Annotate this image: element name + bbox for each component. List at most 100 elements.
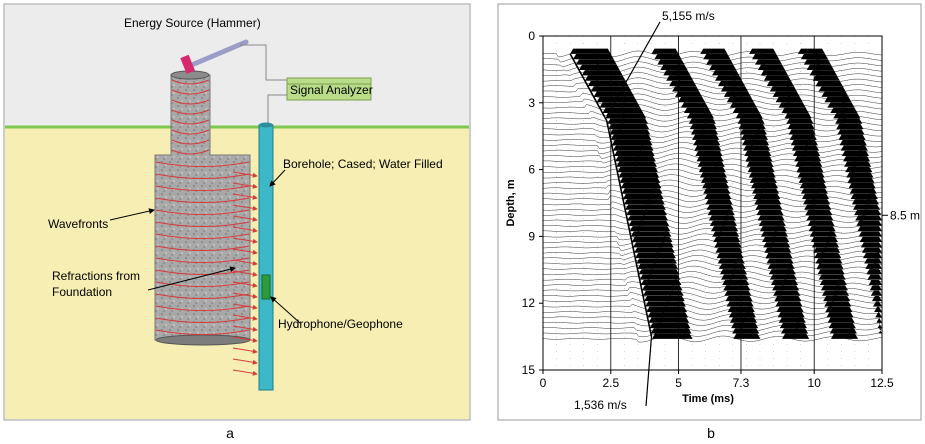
trace-fill [810, 236, 838, 243]
trace-fill [856, 220, 882, 226]
x-tick-label: 12.5 [870, 376, 894, 390]
trace-fill [663, 70, 691, 76]
wavefront-arc [155, 329, 250, 335]
trace-fill [813, 247, 841, 253]
trace-fill [640, 279, 682, 286]
signal-analyzer-label: Signal Analyzer [290, 83, 373, 97]
trace-fill [788, 129, 816, 135]
wavefront-arc [155, 317, 250, 323]
trace-fill [775, 301, 803, 307]
trace-fill [709, 64, 737, 70]
trace-fill [844, 161, 872, 167]
trace-fill [863, 252, 882, 259]
trace-fill [746, 161, 774, 167]
trace-fill [648, 317, 690, 323]
trace-fill [857, 226, 882, 232]
trace-fill [830, 107, 858, 113]
trace-fill [815, 80, 843, 87]
trace-fill [774, 295, 802, 302]
trace-fill [786, 118, 814, 124]
trace-fill [860, 242, 882, 248]
refraction-arrow [232, 237, 258, 244]
trace-fill [573, 53, 614, 60]
refraction-arrow [232, 303, 258, 310]
caption-a: a [226, 425, 234, 441]
trace-fill [612, 145, 654, 151]
trace-fill [649, 322, 691, 329]
hammer-cable [240, 44, 287, 81]
trace-fill [790, 140, 818, 146]
trace-fill [675, 91, 703, 97]
refraction-arrow [232, 347, 258, 354]
trace-fill [703, 188, 731, 194]
trace-fill [758, 220, 786, 226]
trace-line [543, 330, 882, 337]
borehole-label: Borehole; Cased; Water Filled [283, 157, 443, 171]
refractions-label-line2: Foundation [52, 285, 112, 299]
trace-fill [722, 279, 750, 286]
trace-fill [731, 322, 759, 329]
trace-fill [795, 161, 823, 167]
trace-fill [742, 140, 770, 146]
trace-fill [689, 123, 717, 130]
trace-fill [855, 215, 882, 221]
trace-fill [763, 242, 791, 248]
trace-fill [620, 183, 662, 189]
trace-fill [749, 177, 777, 183]
trace-fill [672, 86, 700, 92]
upper-velocity-leader [606, 21, 661, 117]
trace-fill [636, 258, 678, 264]
trace-fill [797, 48, 826, 54]
trace-fill [705, 199, 733, 205]
y-tick-label: 15 [522, 363, 536, 377]
trace-fill [688, 118, 716, 124]
trace-fill [639, 274, 681, 280]
trace-fill [827, 102, 855, 108]
trace-fill [784, 113, 812, 119]
trace-fill [622, 193, 664, 200]
trace-fill [576, 59, 617, 65]
trace-fill [698, 166, 726, 173]
refractions-label-line1: Refractions from [52, 269, 140, 283]
trace-fill [876, 317, 882, 323]
trace-fill [690, 129, 719, 135]
trace-fill [830, 333, 859, 339]
trace-fill [791, 145, 820, 151]
trace-line [542, 303, 882, 310]
trace-fill [619, 177, 661, 183]
trace-fill [794, 156, 822, 162]
trace-fill [608, 123, 650, 130]
trace-fill [645, 301, 686, 307]
trace-fill [712, 231, 740, 237]
trace-fill [693, 140, 721, 146]
trace-fill [715, 247, 743, 253]
trace-fill [721, 274, 749, 280]
trace-fill [715, 75, 743, 81]
trace-fill [815, 258, 843, 264]
trace-fill [605, 113, 647, 119]
trace-fill [775, 97, 803, 103]
trace-fill [732, 328, 760, 334]
trace-fill [839, 140, 867, 146]
wavefront-arc [155, 161, 250, 167]
trace-line [542, 109, 882, 117]
analyzer-cable [267, 94, 287, 124]
refraction-arrow [232, 226, 258, 233]
trace-fill [818, 274, 846, 280]
trace-fill [842, 156, 871, 162]
refraction-arrow [232, 336, 258, 343]
x-tick-label: 5 [675, 376, 682, 390]
trace-fill [596, 97, 638, 103]
trace-fill [634, 247, 675, 253]
trace-fill [756, 209, 784, 216]
trace-fill [752, 188, 780, 194]
trace-fill [845, 166, 873, 173]
trace-fill [726, 301, 754, 307]
trace-fill [858, 231, 882, 237]
trace-fill [743, 145, 771, 151]
trace-fill [859, 236, 882, 243]
lower-velocity-leader [645, 336, 653, 407]
trace-fill [780, 328, 809, 334]
trace-fill [700, 48, 728, 54]
y-tick-label: 12 [522, 296, 536, 310]
